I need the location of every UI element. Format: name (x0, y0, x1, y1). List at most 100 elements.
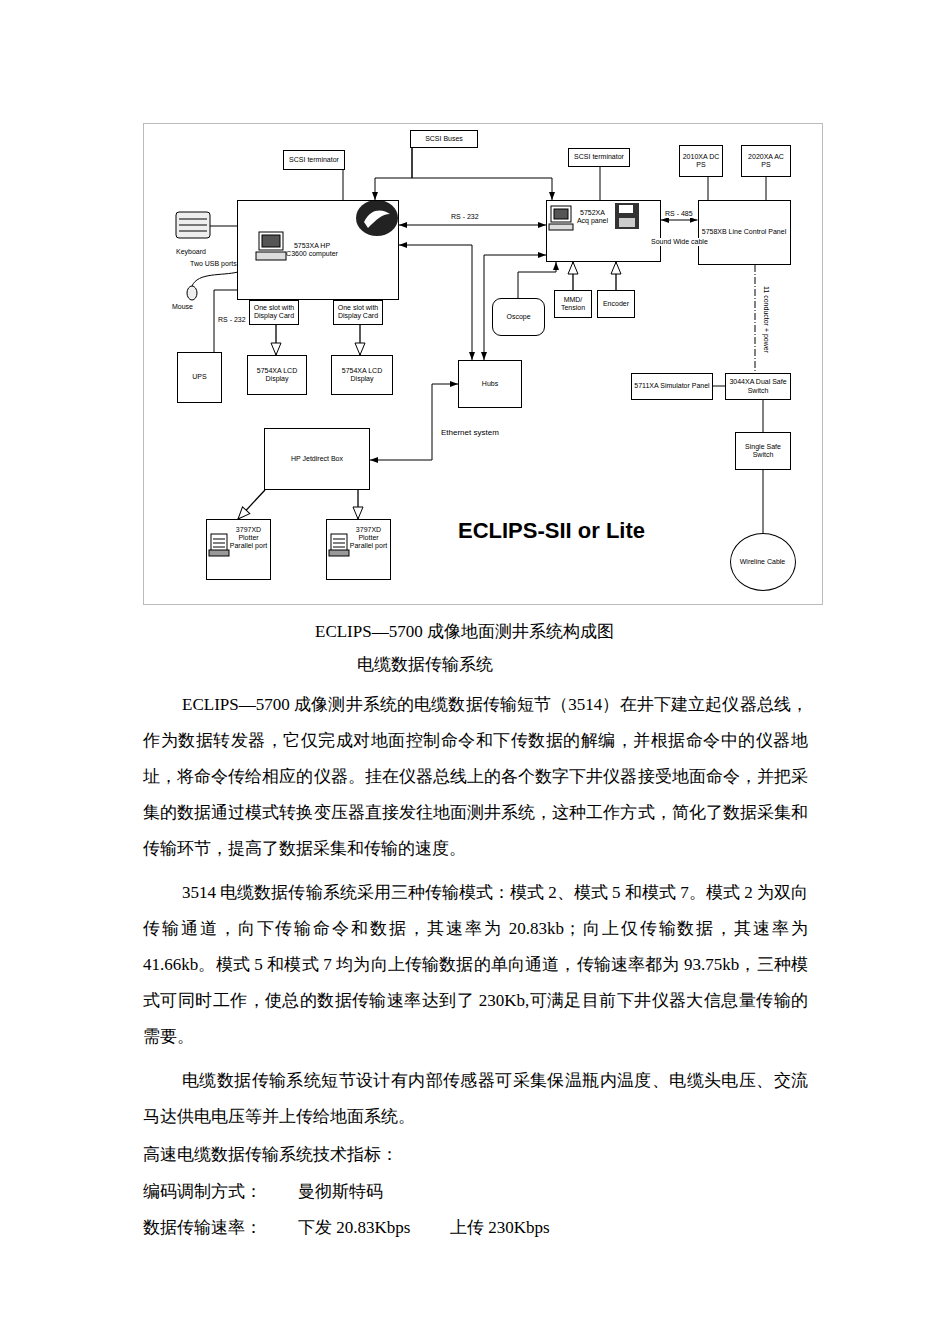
connector (343, 170, 344, 200)
node-text: 5752XA Acq panel (575, 209, 610, 225)
component-box: Single Safe Switch (735, 432, 791, 470)
keyboard-cable (210, 226, 238, 227)
connector (238, 490, 265, 519)
keyboard-icon (176, 212, 238, 238)
node-text: 3797XD Plotter Parallel port (229, 526, 268, 550)
printer-line (213, 539, 225, 540)
connector (572, 262, 573, 290)
figure-title-text: ECLIPS-SII or Lite (458, 518, 645, 544)
floppy-icon (615, 203, 639, 229)
component-box: SCSI terminator (568, 148, 630, 167)
component-box: 5752XA Acq panel (546, 200, 661, 262)
node-text: 3797XD Plotter Parallel port (349, 526, 388, 550)
printer-line (333, 543, 345, 544)
node-text: One slot with Display Card (336, 304, 380, 320)
connector (600, 167, 601, 200)
node-text: SCSI terminator (574, 153, 624, 161)
floppy-body (615, 203, 639, 229)
connector (275, 325, 276, 356)
text-label: Keyboard (176, 248, 206, 256)
figure-caption: ECLIPS—5700 成像地面测井系统构成图 (315, 614, 614, 650)
acq-monitor-icon (549, 206, 573, 230)
node-text: Wireline Cable (740, 558, 786, 566)
connector-label: RS - 485 (664, 210, 694, 218)
connector-label: Ethernet system (440, 428, 500, 438)
component-box: 5754XA LCD Display (331, 355, 393, 395)
component-box: Encoder (597, 290, 635, 318)
connector (713, 386, 725, 387)
text-label: 高速电缆数据传输系统技术指标： (143, 1137, 398, 1173)
text-label: Two USB ports (190, 260, 237, 268)
connector (484, 255, 546, 360)
body-paragraph: 电缆数据传输系统短节设计有内部传感器可采集保温瓶内温度、电缆头电压、交流马达供电… (143, 1063, 808, 1135)
connector (359, 325, 360, 356)
connector-label: RS - 232 (217, 316, 247, 324)
component-box: 5758XB Line Control Panel (698, 200, 791, 265)
connector (763, 400, 764, 432)
node-text: 3044XA Dual Safe Switch (728, 378, 788, 394)
node-text: 2020XA AC PS (744, 153, 788, 169)
node-text: 5753XA HP C3600 computer (286, 242, 338, 258)
key-row (179, 225, 207, 226)
connector (661, 220, 698, 221)
node-text: 5754XA LCD Display (334, 367, 390, 383)
component-box: UPS (177, 352, 222, 403)
node-text: 2010XA DC PS (682, 153, 720, 169)
text-label: 电缆数据传输系统 (357, 647, 493, 683)
key-row (179, 219, 207, 220)
hp-logo-disc (356, 200, 398, 236)
connector (763, 470, 764, 533)
printer-icon (329, 534, 349, 556)
component-box: 2010XA DC PS (679, 145, 723, 177)
node-text: HP Jetdirect Box (291, 455, 343, 463)
node-text: Single Safe Switch (738, 443, 788, 459)
computer-monitor-icon (256, 232, 286, 260)
connector (755, 265, 756, 373)
component-box: 5711XA Simulator Panel (631, 373, 713, 400)
text-label: 曼彻斯特码 (298, 1174, 383, 1210)
component-box: One slot with Display Card (333, 300, 383, 325)
node-text: SCSI Buses (425, 135, 463, 143)
component-box: Hubs (458, 360, 522, 408)
node-text: Hubs (482, 380, 498, 388)
component-box: One slot with Display Card (249, 300, 299, 325)
printer-icon (209, 534, 229, 556)
printer-line (333, 547, 345, 548)
mouse-icon (187, 272, 238, 300)
node-text: Encoder (603, 300, 629, 308)
monitor-screen (259, 232, 283, 250)
body-paragraph: 3514 电缆数据传输系统采用三种传输模式：模式 2、模式 5 和模式 7。模式… (143, 875, 808, 1055)
cable-circle: Wireline Cable (730, 533, 796, 591)
floppy-label (619, 218, 635, 227)
node-text: 5711XA Simulator Panel (634, 382, 709, 390)
node-text: 5758XB Line Control Panel (702, 228, 786, 236)
text-label: 上传 230Kbps (450, 1210, 550, 1246)
figure-frame (144, 124, 823, 605)
connector (518, 262, 556, 298)
component-box: 2020XA AC PS (741, 145, 791, 177)
connector-label: RS - 232 (450, 213, 480, 221)
keyboard-body (176, 212, 210, 238)
printer-tray (329, 550, 349, 556)
connector (357, 490, 358, 519)
disc-swirl (364, 210, 390, 228)
node-text: MMD/ Tension (557, 296, 589, 312)
component-box: MMD/ Tension (554, 290, 592, 318)
monitor-glass (554, 209, 568, 219)
component-box: 5754XA LCD Display (247, 355, 307, 395)
connector (766, 177, 767, 200)
text-label: 编码调制方式： (143, 1174, 262, 1210)
rounded-box: Oscope (492, 298, 545, 336)
component-box: 3044XA Dual Safe Switch (725, 373, 791, 400)
monitor-base (256, 252, 286, 260)
node-text: 5754XA LCD Display (250, 367, 304, 383)
printer-line (213, 543, 225, 544)
connector-label: 11 conductor + power (762, 285, 770, 354)
node-text: UPS (192, 373, 206, 381)
component-box: SCSI terminator (283, 150, 345, 170)
mouse-body (187, 286, 197, 300)
connector (615, 262, 616, 290)
text-label: Mouse (172, 303, 193, 311)
mouse-cable (192, 272, 238, 286)
component-box: SCSI Buses (410, 130, 478, 148)
